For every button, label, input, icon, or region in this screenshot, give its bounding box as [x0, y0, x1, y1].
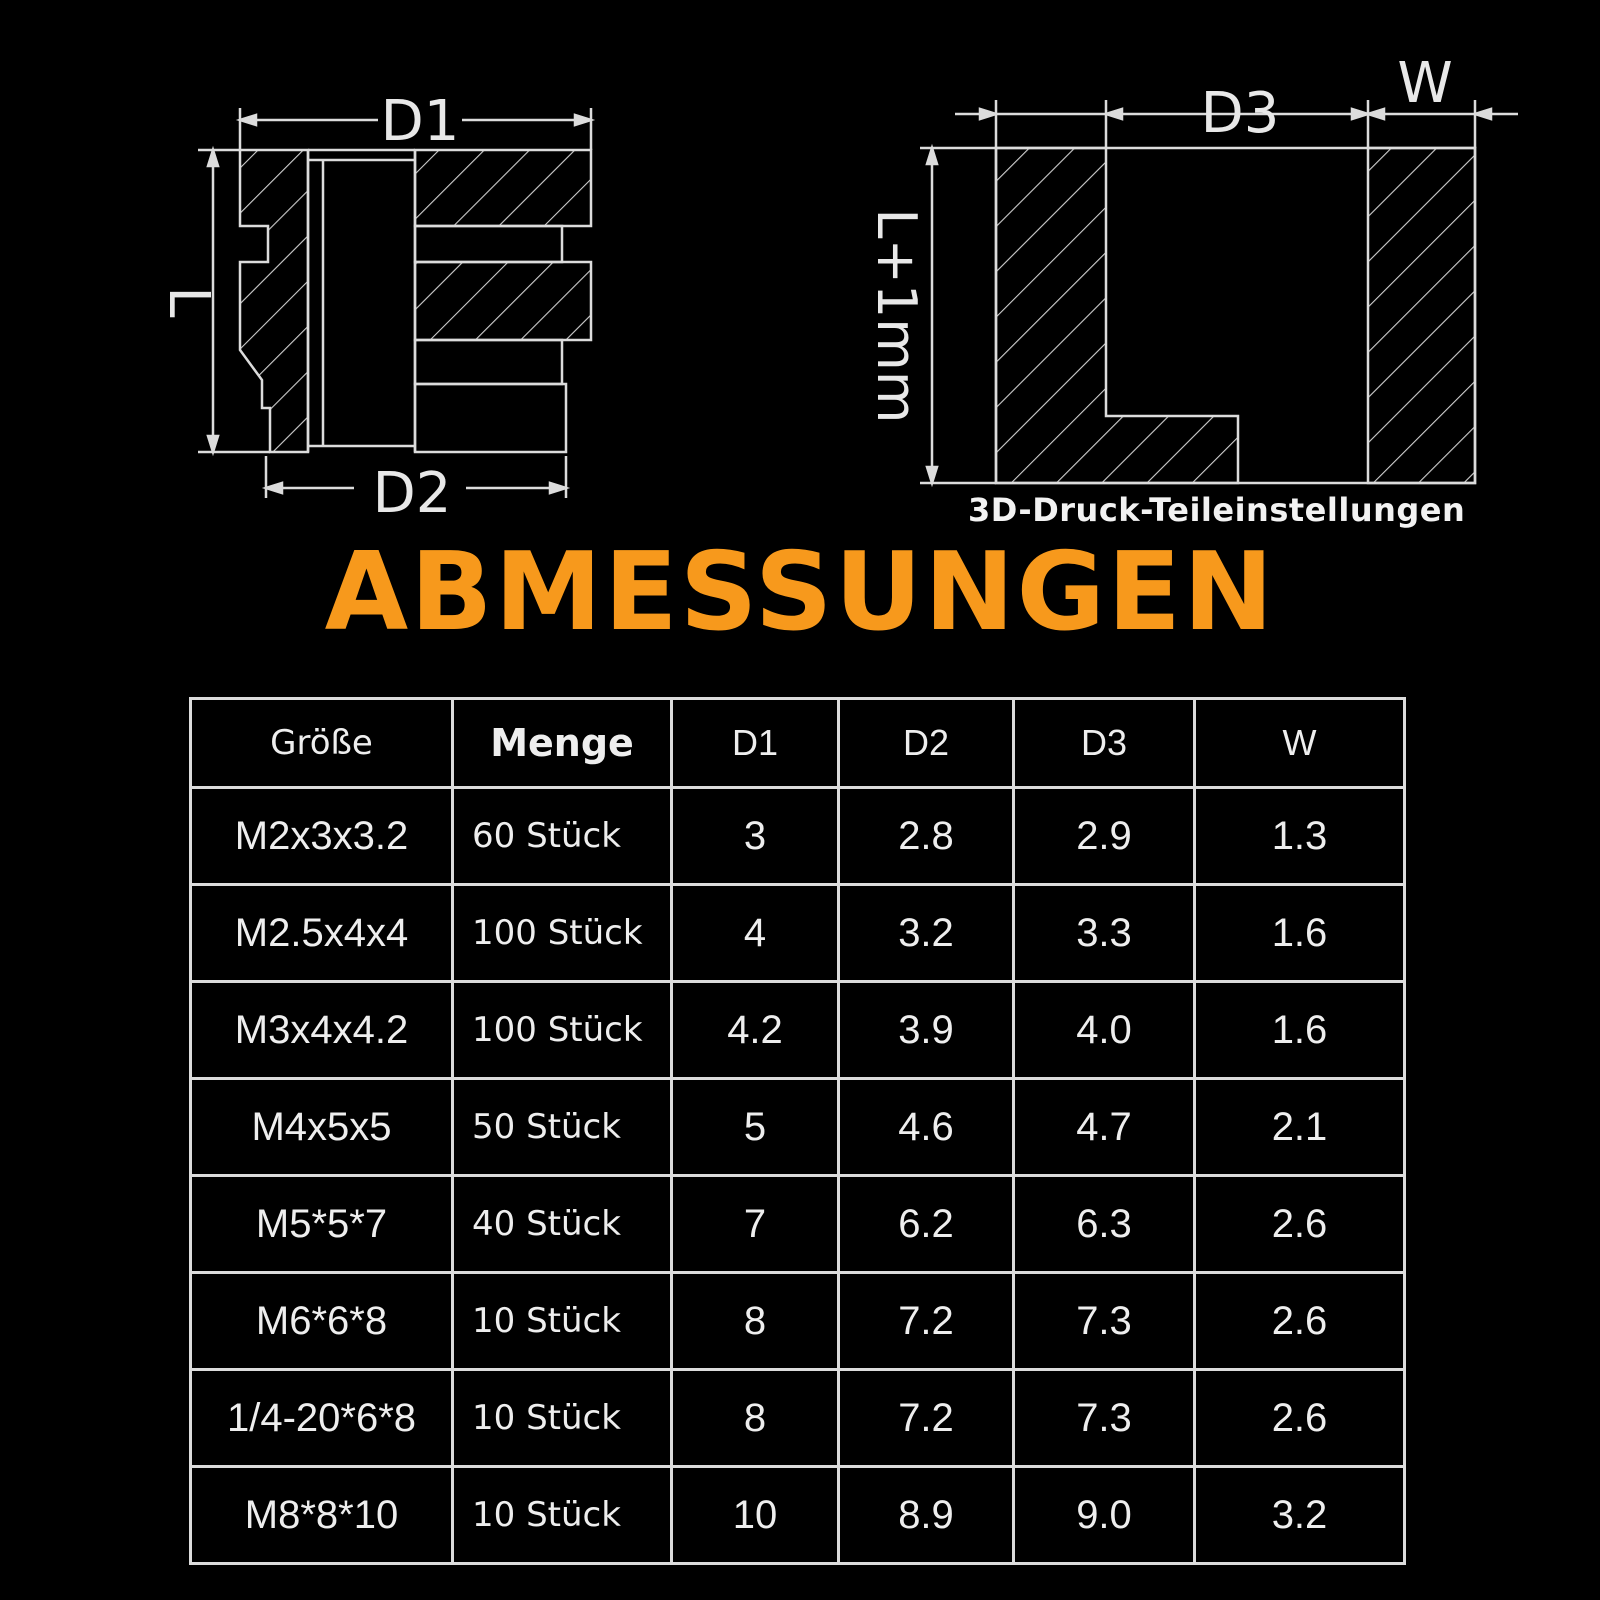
cell-d3: 2.9 [1012, 786, 1196, 886]
cell-quantity: 50 Stück [451, 1077, 673, 1177]
cell-d1: 8 [670, 1368, 840, 1468]
drawing-caption: 3D-Druck-Teileinstellungen [968, 491, 1466, 529]
cell-size: M3x4x4.2 [189, 980, 454, 1080]
cell-size: M5*5*7 [189, 1174, 454, 1274]
dim-label-l: L [156, 286, 221, 317]
cell-quantity: 10 Stück [451, 1271, 673, 1371]
cell-quantity: 100 Stück [451, 883, 673, 983]
cell-w: 2.6 [1193, 1174, 1406, 1274]
insert-cross-section-drawing [198, 108, 596, 498]
dim-label-d1: D1 [381, 89, 460, 154]
page-title: ABMESSUNGEN [324, 530, 1276, 655]
table-row: M8*8*10 10 Stück 10 8.9 9.0 3.2 [189, 1465, 1406, 1565]
cell-d2: 7.2 [837, 1271, 1015, 1371]
cell-size: M2x3x3.2 [189, 786, 454, 886]
cell-size: M6*6*8 [189, 1271, 454, 1371]
cell-size: M4x5x5 [189, 1077, 454, 1177]
dim-label-d3: D3 [1201, 81, 1280, 146]
hole-cross-section-drawing [920, 100, 1518, 488]
header-w: W [1193, 697, 1406, 789]
dim-label-l-plus-1mm: L+1mm [865, 209, 928, 424]
cell-w: 1.6 [1193, 980, 1406, 1080]
cell-d2: 3.2 [837, 883, 1015, 983]
cell-d1: 10 [670, 1465, 840, 1565]
cell-size: 1/4-20*6*8 [189, 1368, 454, 1468]
header-d2: D2 [837, 697, 1015, 789]
dim-label-d2: D2 [373, 461, 452, 526]
cell-d3: 7.3 [1012, 1368, 1196, 1468]
cell-d1: 8 [670, 1271, 840, 1371]
cell-d1: 4 [670, 883, 840, 983]
cell-quantity: 10 Stück [451, 1465, 673, 1565]
cell-size: M8*8*10 [189, 1465, 454, 1565]
header-size: Größe [189, 697, 454, 789]
dimensions-table: Größe Menge D1 D2 D3 W M2x3x3.2 60 Stück… [189, 697, 1406, 1565]
technical-drawings: D1 D2 L D3 W L+1mm [156, 51, 1518, 526]
cell-d1: 7 [670, 1174, 840, 1274]
cell-d2: 8.9 [837, 1465, 1015, 1565]
cell-w: 3.2 [1193, 1465, 1406, 1565]
cell-w: 2.1 [1193, 1077, 1406, 1177]
header-quantity: Menge [451, 697, 673, 789]
cell-d2: 4.6 [837, 1077, 1015, 1177]
cell-d3: 4.7 [1012, 1077, 1196, 1177]
cell-d1: 4.2 [670, 980, 840, 1080]
cell-d3: 4.0 [1012, 980, 1196, 1080]
cell-d3: 3.3 [1012, 883, 1196, 983]
cell-d1: 5 [670, 1077, 840, 1177]
table-row: M6*6*8 10 Stück 8 7.2 7.3 2.6 [189, 1271, 1406, 1371]
cell-quantity: 60 Stück [451, 786, 673, 886]
cell-d3: 7.3 [1012, 1271, 1196, 1371]
header-d3: D3 [1012, 697, 1196, 789]
table-row: M2.5x4x4 100 Stück 4 3.2 3.3 1.6 [189, 883, 1406, 983]
cell-d2: 6.2 [837, 1174, 1015, 1274]
cell-quantity: 10 Stück [451, 1368, 673, 1468]
cell-d2: 7.2 [837, 1368, 1015, 1468]
cell-d3: 6.3 [1012, 1174, 1196, 1274]
cell-size: M2.5x4x4 [189, 883, 454, 983]
table-header-row: Größe Menge D1 D2 D3 W [189, 697, 1406, 789]
cell-w: 1.6 [1193, 883, 1406, 983]
header-d1: D1 [670, 697, 840, 789]
cell-w: 2.6 [1193, 1271, 1406, 1371]
cell-d3: 9.0 [1012, 1465, 1196, 1565]
dim-label-w: W [1397, 51, 1452, 116]
table-row: M4x5x5 50 Stück 5 4.6 4.7 2.1 [189, 1077, 1406, 1177]
cell-d1: 3 [670, 786, 840, 886]
cell-quantity: 40 Stück [451, 1174, 673, 1274]
cell-w: 2.6 [1193, 1368, 1406, 1468]
cell-w: 1.3 [1193, 786, 1406, 886]
cell-d2: 3.9 [837, 980, 1015, 1080]
table-row: M3x4x4.2 100 Stück 4.2 3.9 4.0 1.6 [189, 980, 1406, 1080]
table-row: M2x3x3.2 60 Stück 3 2.8 2.9 1.3 [189, 786, 1406, 886]
cell-d2: 2.8 [837, 786, 1015, 886]
table-row: M5*5*7 40 Stück 7 6.2 6.3 2.6 [189, 1174, 1406, 1274]
cell-quantity: 100 Stück [451, 980, 673, 1080]
table-row: 1/4-20*6*8 10 Stück 8 7.2 7.3 2.6 [189, 1368, 1406, 1468]
